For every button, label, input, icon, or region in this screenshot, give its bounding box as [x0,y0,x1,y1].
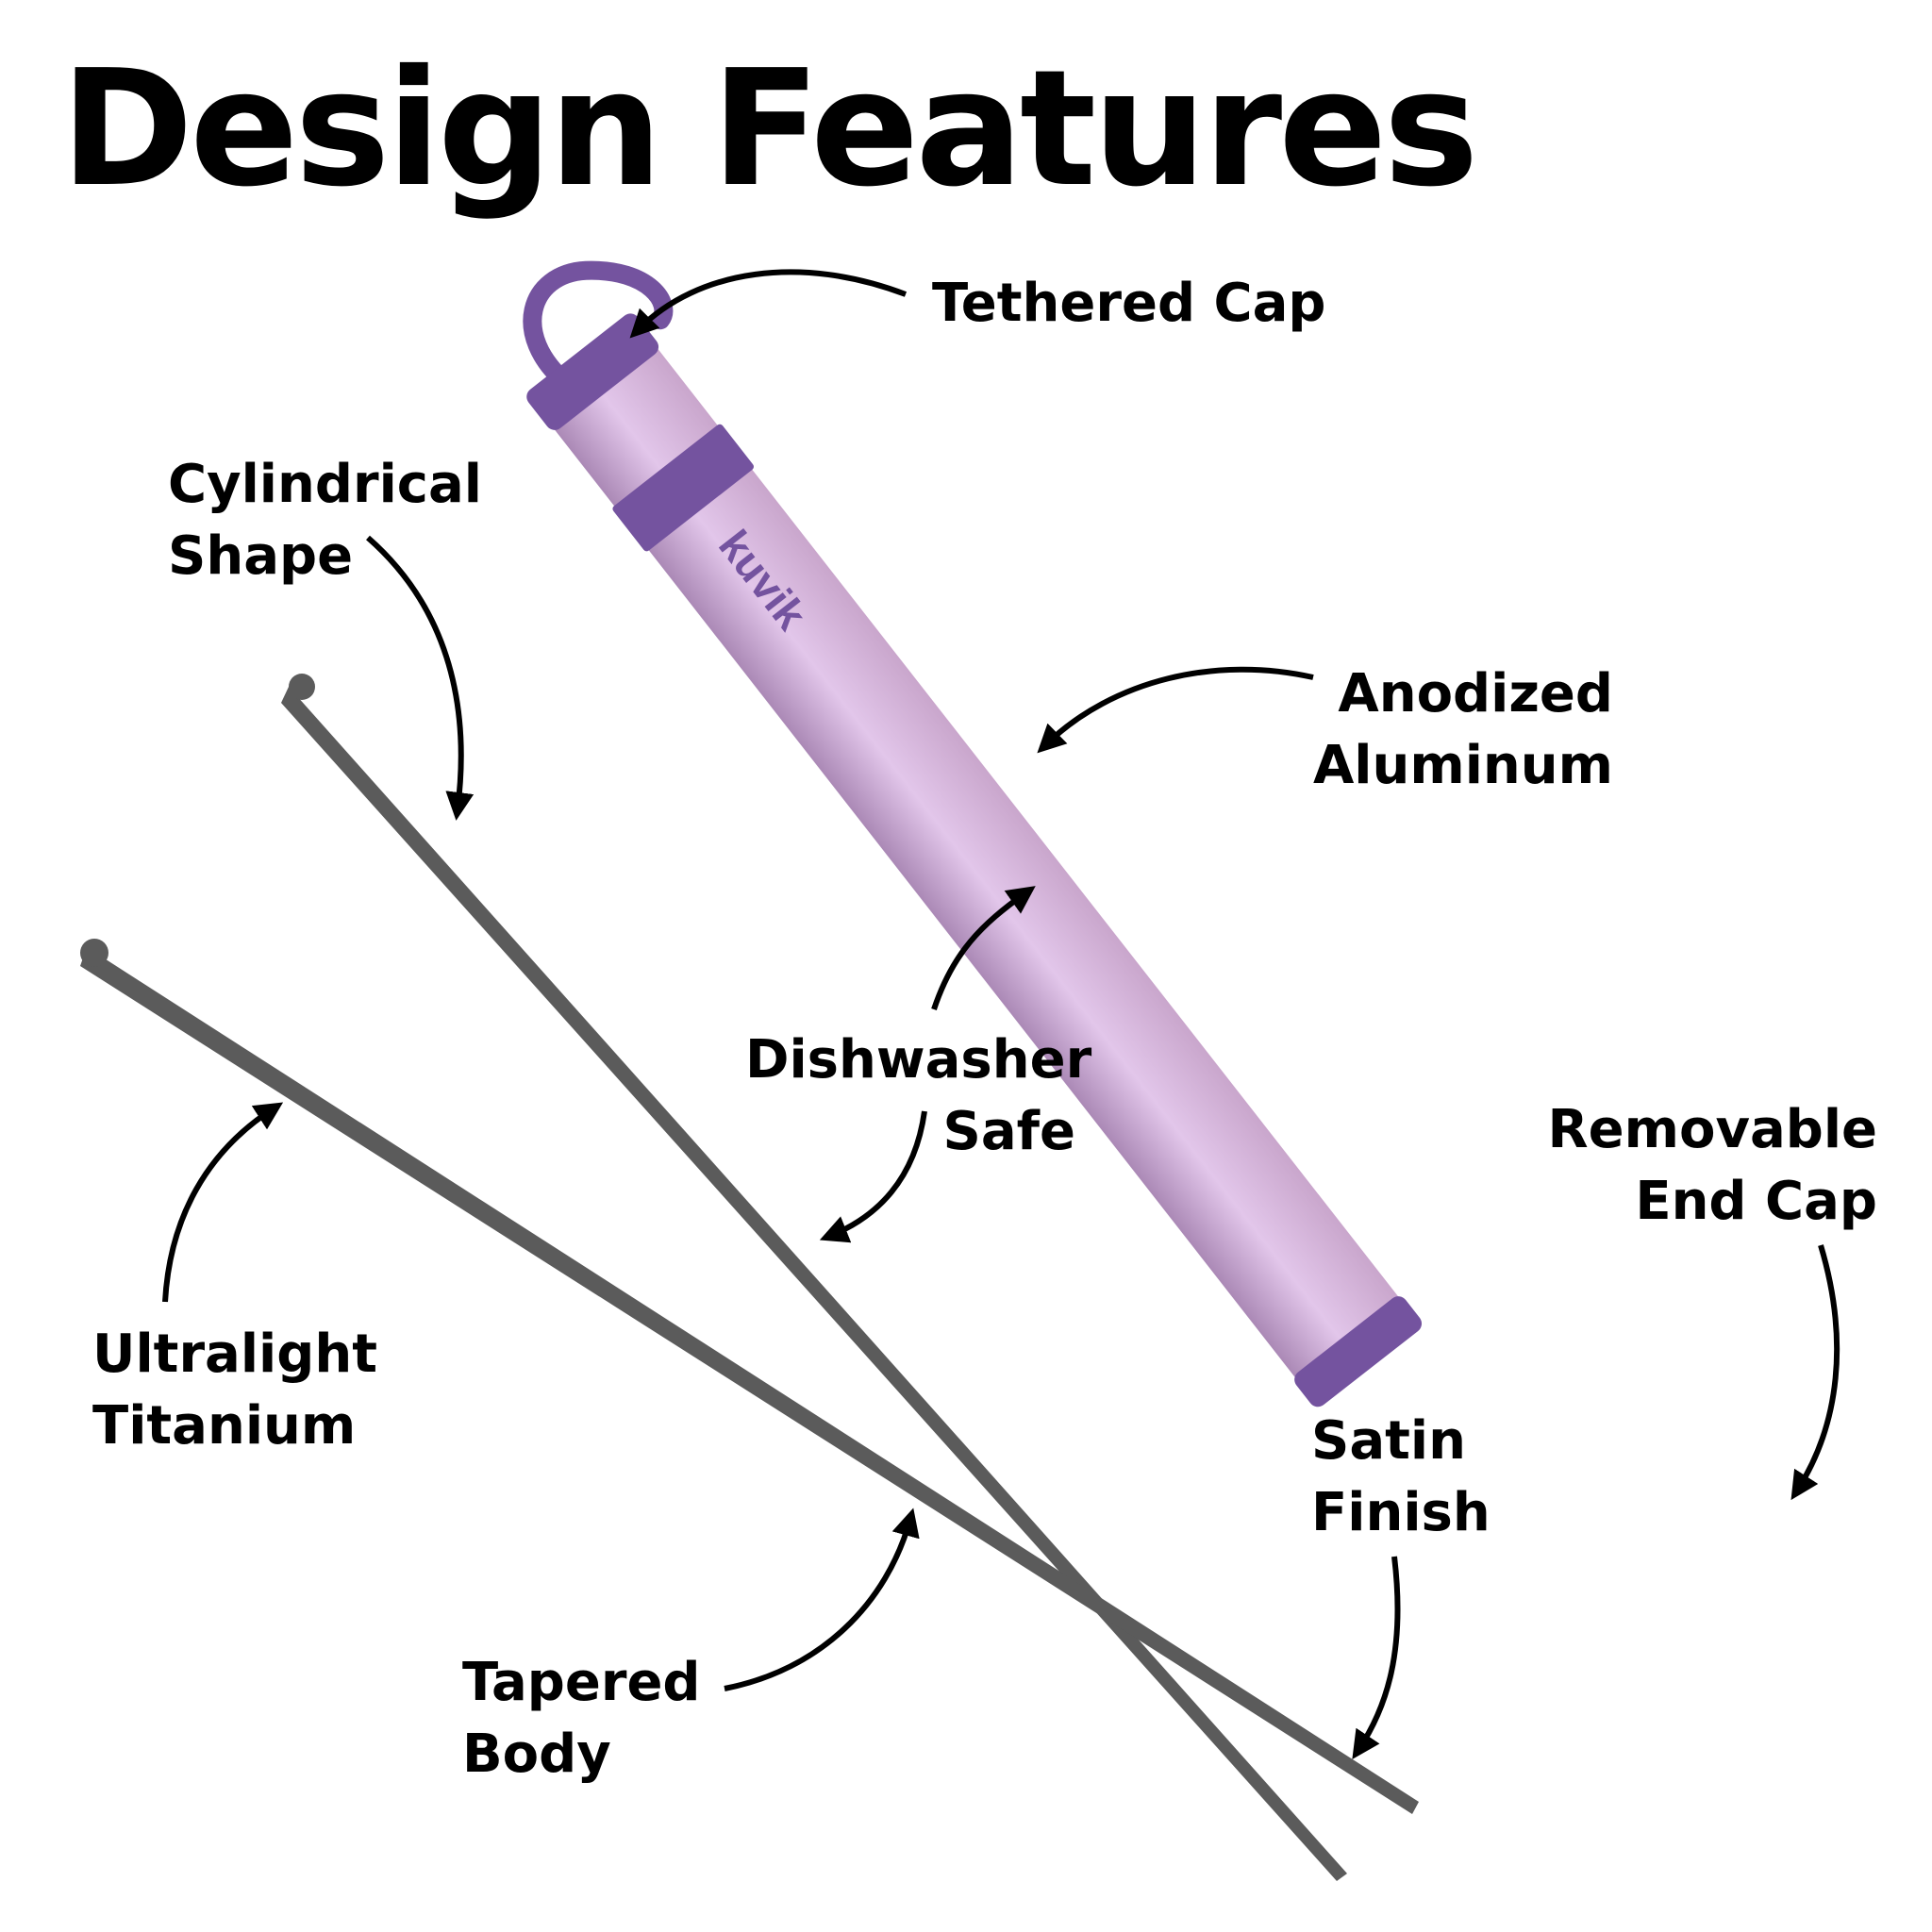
label-line: Tapered [462,1652,701,1713]
label-line: Dishwasher [745,1029,1092,1091]
label-line: Cylindrical [168,454,482,515]
label-tethered-cap-text: Tethered Cap [932,273,1326,334]
arrow-dishwasher-up [931,886,1036,1010]
label-line: Removable [1547,1099,1877,1160]
tether-loop [523,260,674,392]
label-line: Shape [168,525,354,587]
chopsticks [80,674,1419,1881]
label-line: Body [462,1724,611,1785]
annotation-arrows [162,269,1840,1759]
label-ultralight-titanium: Ultralight Titanium [92,1319,377,1462]
arrow-tethered-cap [629,269,908,339]
label-line: Titanium [92,1395,357,1457]
label-line: Anodized [1338,663,1613,724]
label-line: Satin [1311,1410,1466,1472]
arrow-removable [1790,1244,1840,1501]
chopstick-front-tip [80,939,108,967]
arrow-tapered [724,1507,920,1691]
case-body [541,332,1412,1395]
label-tapered-body: Tapered Body [462,1647,701,1790]
label-satin-finish: Satin Finish [1311,1406,1491,1549]
label-cylindrical-shape: Cylindrical Shape [168,449,482,592]
label-line: Ultralight [92,1324,377,1385]
arrow-dishwasher-down [819,1110,927,1243]
arrow-satin [1352,1556,1401,1759]
removable-end-cap [1294,1296,1423,1407]
label-line: Safe [942,1101,1075,1162]
label-dishwasher-safe: Dishwasher Safe [745,1024,1092,1168]
tethered-cap [526,313,659,430]
label-anodized-aluminum: Anodized Aluminum [1302,658,1613,802]
chopstick-front [80,947,1419,1814]
case-top-ring [612,424,754,552]
label-tethered-cap: Tethered Cap [932,268,1326,340]
label-line: Aluminum [1312,735,1613,796]
chopstick-back-tip [289,674,315,700]
arrow-ultralight [162,1102,284,1303]
page-title: Design Features [60,36,1479,223]
label-removable-end-cap: Removable End Cap [1509,1094,1877,1238]
arrow-anodized [1037,666,1314,754]
arrow-cylindrical [366,535,475,821]
chopstick-back [281,687,1347,1881]
aluminum-case: kuvik [523,260,1423,1407]
label-line: Finish [1311,1482,1491,1543]
label-line: End Cap [1635,1171,1877,1232]
